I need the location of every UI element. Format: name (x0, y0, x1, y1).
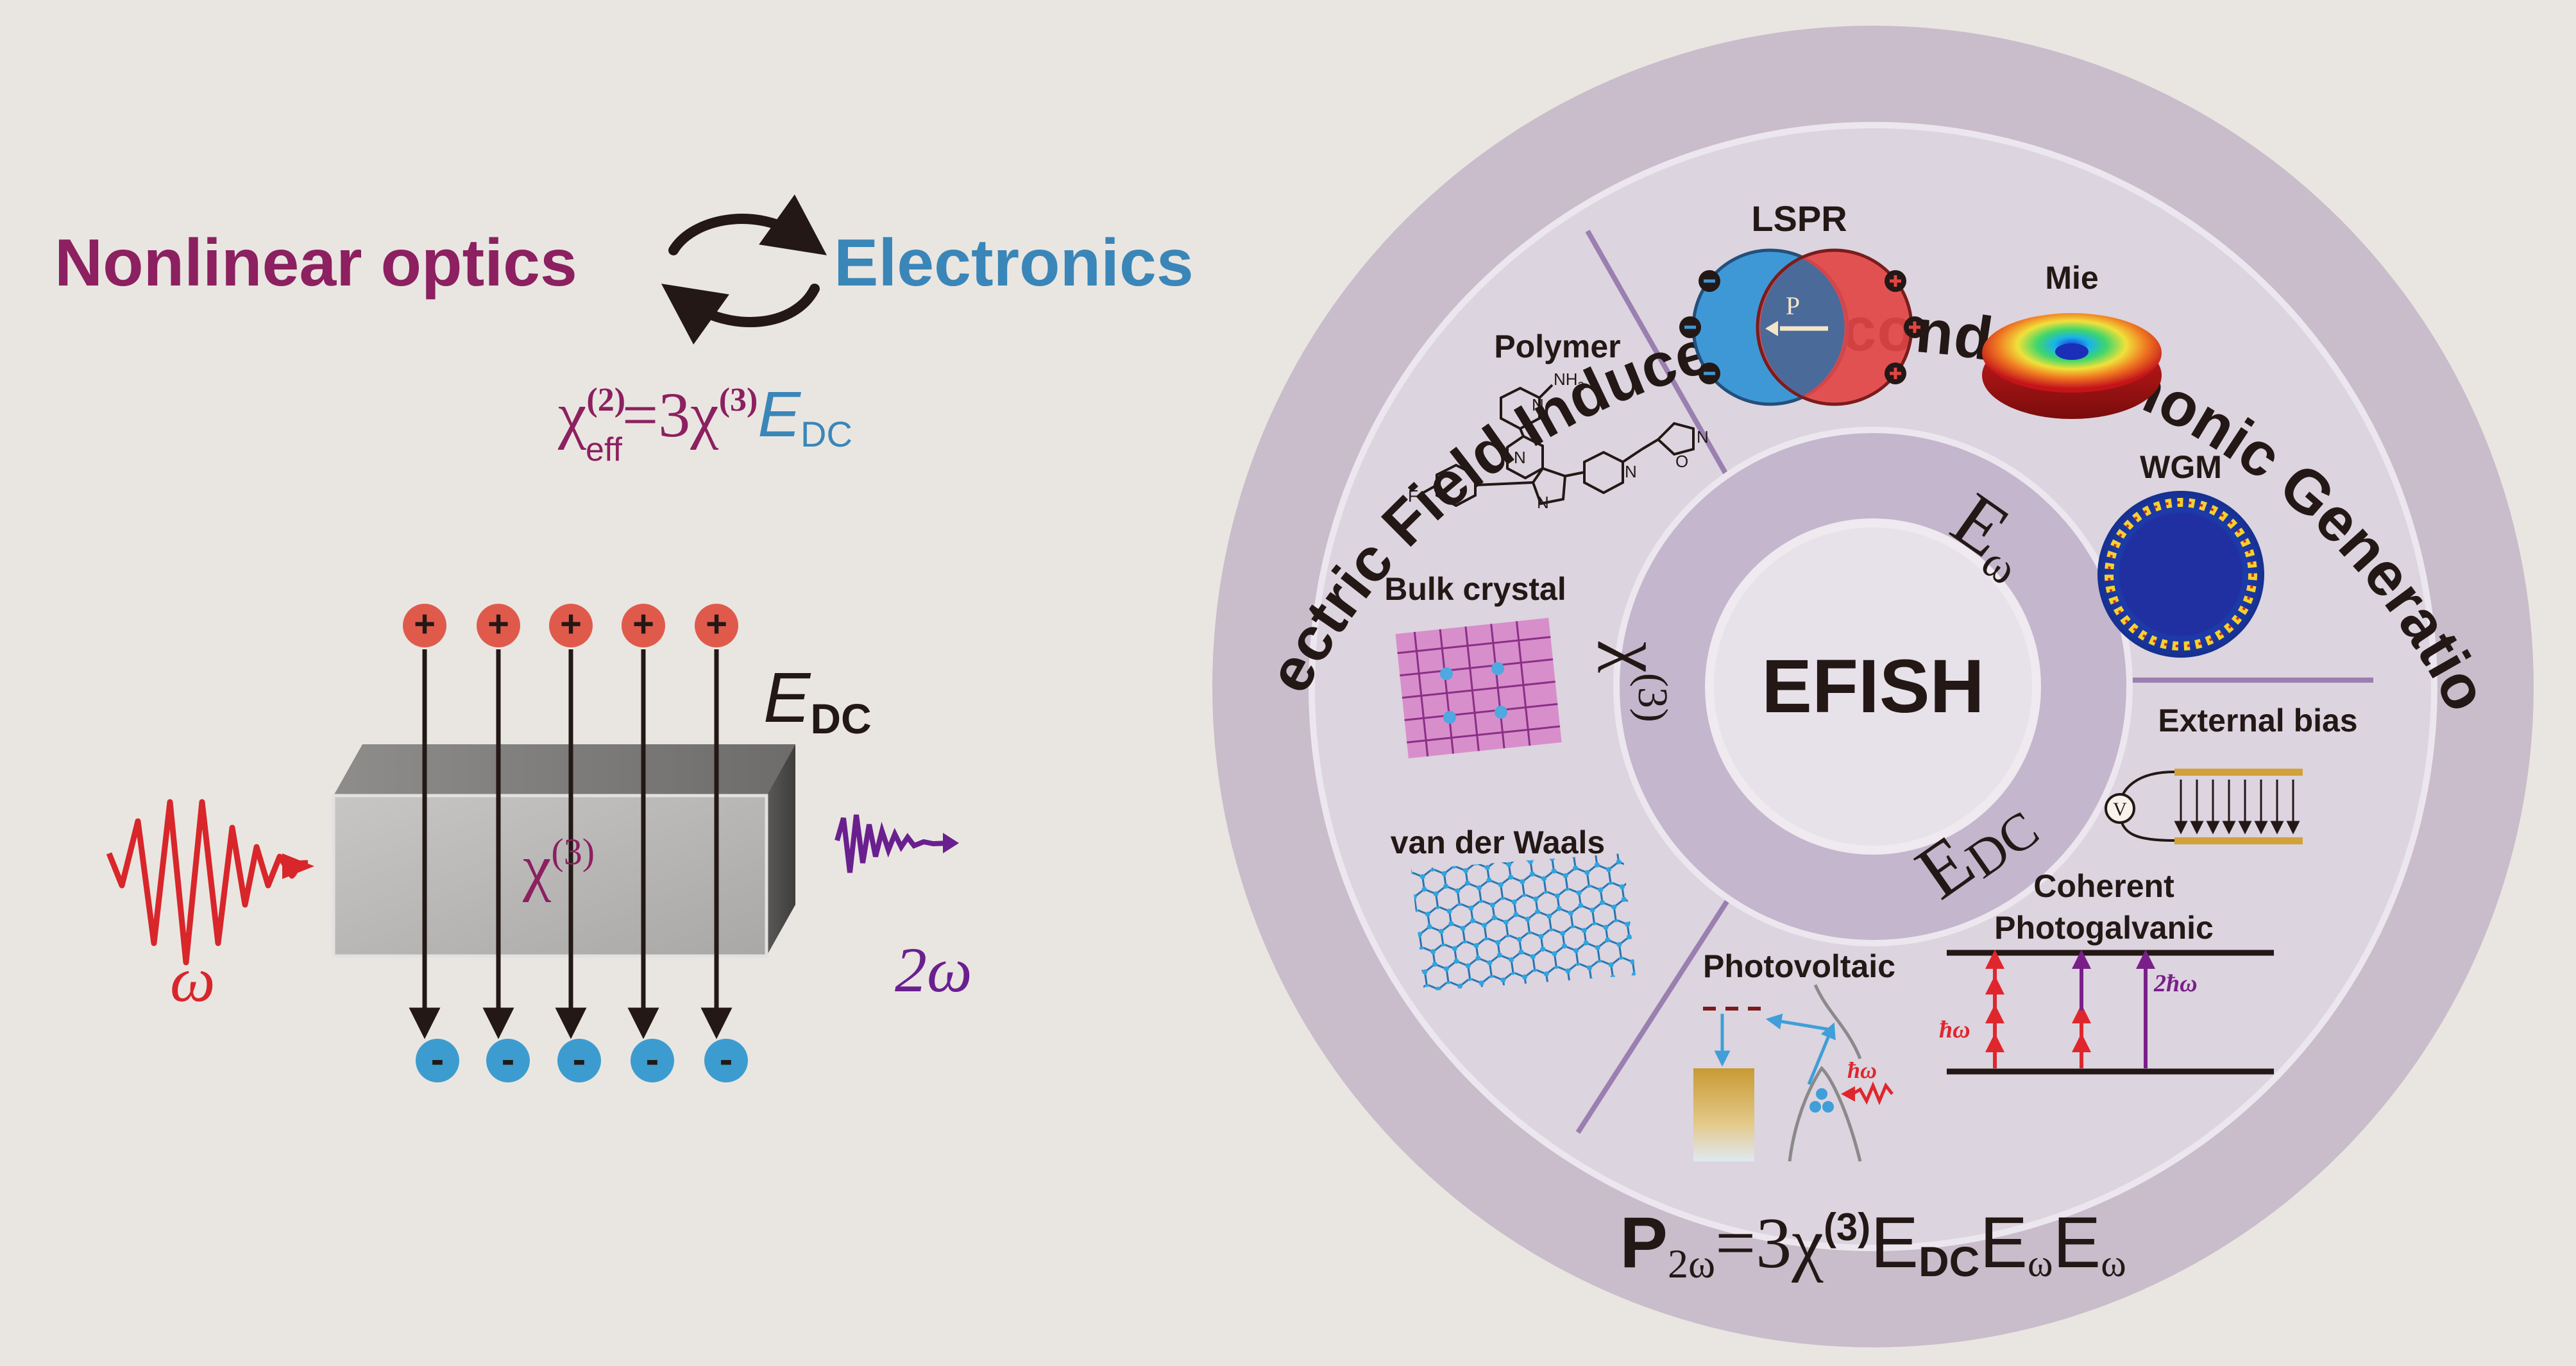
svg-text:N: N (1514, 448, 1526, 467)
omega-wave-icon (106, 799, 309, 966)
svg-text:+: + (487, 603, 509, 645)
svg-text:NH2: NH2 (1554, 370, 1584, 393)
lspr-label: LSPR (1751, 198, 1847, 239)
mie-label: Mie (2045, 260, 2098, 296)
minus-charge: - (416, 1037, 459, 1082)
cycle-arrows-icon (661, 194, 827, 345)
omega-arrow-icon (282, 853, 314, 879)
wgm-panel: WGM (2097, 449, 2264, 658)
pv-band-curve (1788, 1066, 1862, 1162)
plus-charge: + (477, 603, 520, 647)
title-nonlinear-optics: Nonlinear optics (55, 226, 577, 300)
svg-text:+: + (706, 603, 727, 645)
svg-text:-: - (720, 1037, 733, 1082)
svg-text:N: N (1697, 427, 1709, 447)
svg-text:O: O (1675, 452, 1688, 471)
omega-photon-arrows (1985, 950, 2091, 1068)
wgm-label: WGM (2140, 449, 2222, 485)
svg-text:-: - (573, 1037, 586, 1082)
perovskite-lattice-icon (1395, 617, 1562, 759)
plus-charge: + (622, 603, 665, 647)
two-hw-label: 2ħω (2153, 970, 2198, 997)
chi-eff-equation: χ(2)eff=3χ(3)EDC (557, 379, 852, 468)
field-lines (409, 649, 733, 1039)
efish-ring: Electric Field Induced Second Harmonic G… (0, 0, 2534, 1347)
bottom-polarization-equation: P2ω=3χ(3)EDCEωEω (1620, 1202, 2126, 1286)
two-omega-photon-arrows (2072, 950, 2155, 1068)
block-chi3-label: χ(3) (522, 831, 595, 903)
polymer-molecule-icon (1420, 384, 1695, 508)
minus-charge: - (557, 1037, 601, 1082)
svg-text:χ(3): χ(3) (1598, 641, 1676, 722)
center-efish: EFISH (1761, 644, 1985, 729)
two-omega-wave-icon (835, 814, 950, 873)
minus-charge: - (631, 1037, 674, 1082)
minus-charge: - (704, 1037, 748, 1082)
mie-panel: Mie (1982, 260, 2162, 419)
polymer-label: Polymer (1494, 329, 1620, 364)
svg-text:+: + (632, 603, 654, 645)
svg-text:N: N (1537, 493, 1549, 512)
coherent-photogalvanic-panel: Coherent Photogalvanic ħω 2ħω (1939, 868, 2274, 1075)
title-electronics: Electronics (834, 226, 1194, 300)
svg-text:N: N (1625, 462, 1637, 481)
negative-charges: - - - - - (416, 1037, 748, 1082)
lspr-panel: LSPR P (1679, 198, 1926, 406)
photovoltaic-label: Photovoltaic (1703, 948, 1895, 984)
external-bias-label: External bias (2158, 703, 2357, 738)
voltmeter-icon (2105, 793, 2135, 824)
two-omega-label: 2ω (895, 934, 972, 1005)
polymer-panel: Polymer NH2 N N N N (1408, 329, 1709, 512)
photogalvanic-label: Photogalvanic (1994, 910, 2214, 946)
bulk-crystal-panel: Bulk crystal (1384, 571, 1566, 759)
plus-charge: + (549, 603, 593, 647)
crystal-block (332, 744, 795, 958)
svg-text:N: N (1532, 395, 1544, 414)
positive-charges: + + + + + (403, 603, 738, 647)
pv-absorber-block (1693, 1068, 1754, 1161)
lspr-p-label: P (1786, 291, 1800, 320)
svg-text:-: - (646, 1037, 659, 1082)
svg-text:F: F (1408, 486, 1418, 506)
core-disc (1705, 518, 2041, 855)
bulk-crystal-label: Bulk crystal (1384, 571, 1566, 607)
pv-hw-label: ħω (1847, 1057, 1877, 1083)
coherent-label: Coherent (2033, 868, 2174, 904)
svg-text:V: V (2113, 799, 2127, 820)
photovoltaic-panel: Photovoltaic ħω (1693, 948, 1895, 1162)
minus-charge: - (486, 1037, 530, 1082)
vdw-panel: van der Waals (1391, 824, 1636, 991)
field-edc-label: EDC (763, 658, 872, 742)
plus-charge: + (403, 603, 446, 647)
left-panel: Nonlinear optics Electronics χ(2)eff=3χ(… (55, 194, 1194, 1082)
chi3-ring-label: χ(3) (1598, 641, 1676, 722)
vdw-label: van der Waals (1391, 824, 1605, 860)
graphene-lattice-icon (1411, 853, 1636, 991)
pv-photon-wave-icon (1851, 1081, 1894, 1106)
svg-text:-: - (502, 1037, 515, 1082)
polymer-atom-labels: NH2 N N N N N O F (1408, 370, 1709, 512)
hw-label: ħω (1939, 1016, 1970, 1043)
external-bias-panel: External bias V (2105, 703, 2358, 844)
svg-text:-: - (431, 1037, 445, 1082)
pv-carriers (1809, 1088, 1834, 1113)
svg-text:+: + (560, 603, 582, 645)
omega-label: ω (170, 944, 216, 1015)
plus-charge: + (695, 603, 738, 647)
svg-text:+: + (414, 603, 436, 645)
two-omega-arrow-icon (943, 833, 959, 853)
